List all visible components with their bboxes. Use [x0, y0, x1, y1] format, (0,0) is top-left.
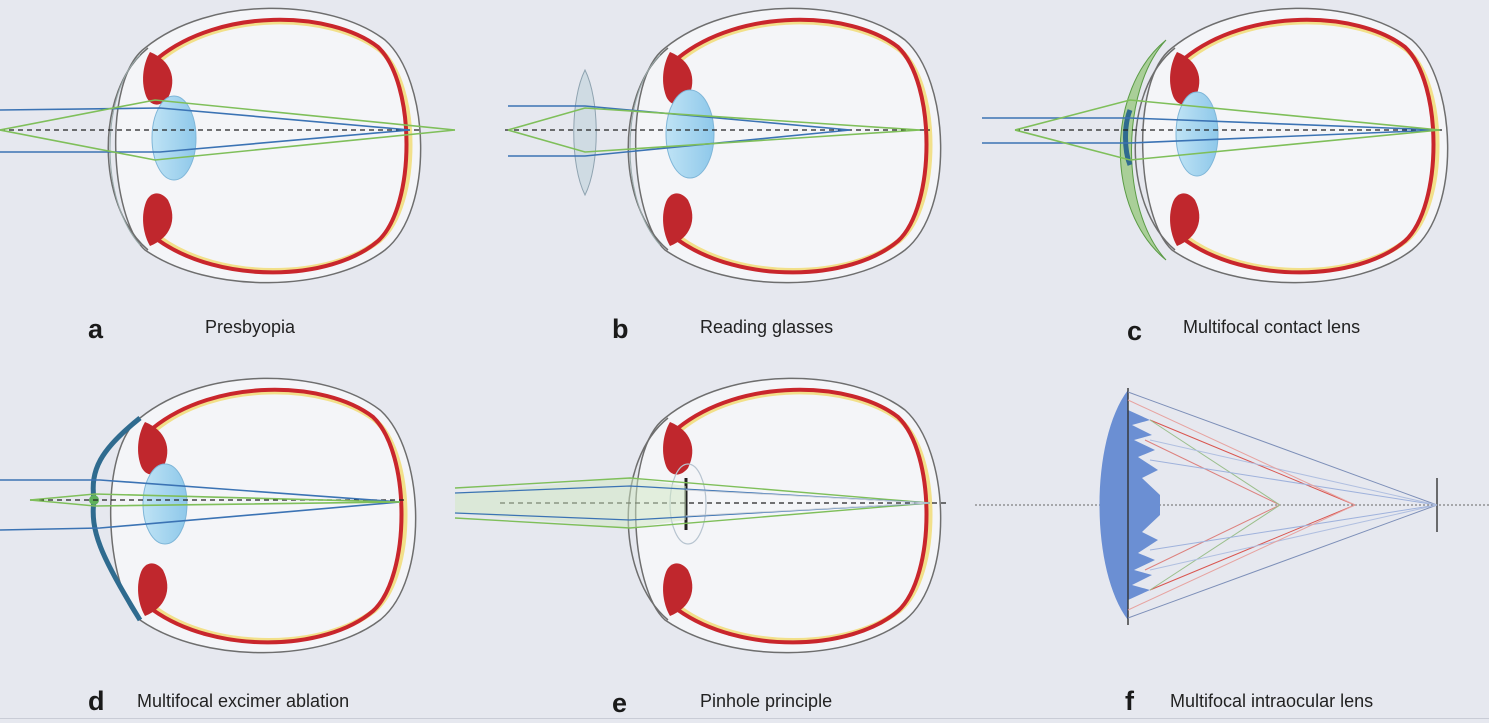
panel-e-eye — [454, 377, 950, 654]
panel-a-title: Presbyopia — [205, 317, 296, 337]
panel-f-title: Multifocal intraocular lens — [1170, 691, 1374, 711]
panel-e-letter: e — [612, 688, 628, 718]
panel-a-eye — [0, 7, 456, 284]
panel-b-eye — [505, 7, 942, 284]
panel-b-title: Reading glasses — [700, 317, 834, 337]
panel-b-letter: b — [612, 314, 629, 344]
panel-d-letter: d — [88, 686, 105, 716]
panel-d-eye — [0, 377, 417, 654]
panel-a-letter: a — [88, 314, 104, 344]
panel-c-letter: c — [1127, 316, 1143, 346]
panel-e-title: Pinhole principle — [700, 691, 833, 711]
panel-f-letter: f — [1125, 686, 1134, 716]
panel-d-title: Multifocal excimer ablation — [137, 691, 350, 711]
bottom-divider — [0, 718, 1489, 719]
panel-c-title: Multifocal contact lens — [1183, 317, 1361, 337]
panel-c-eye — [982, 7, 1449, 284]
panel-f-iol — [975, 388, 1489, 625]
